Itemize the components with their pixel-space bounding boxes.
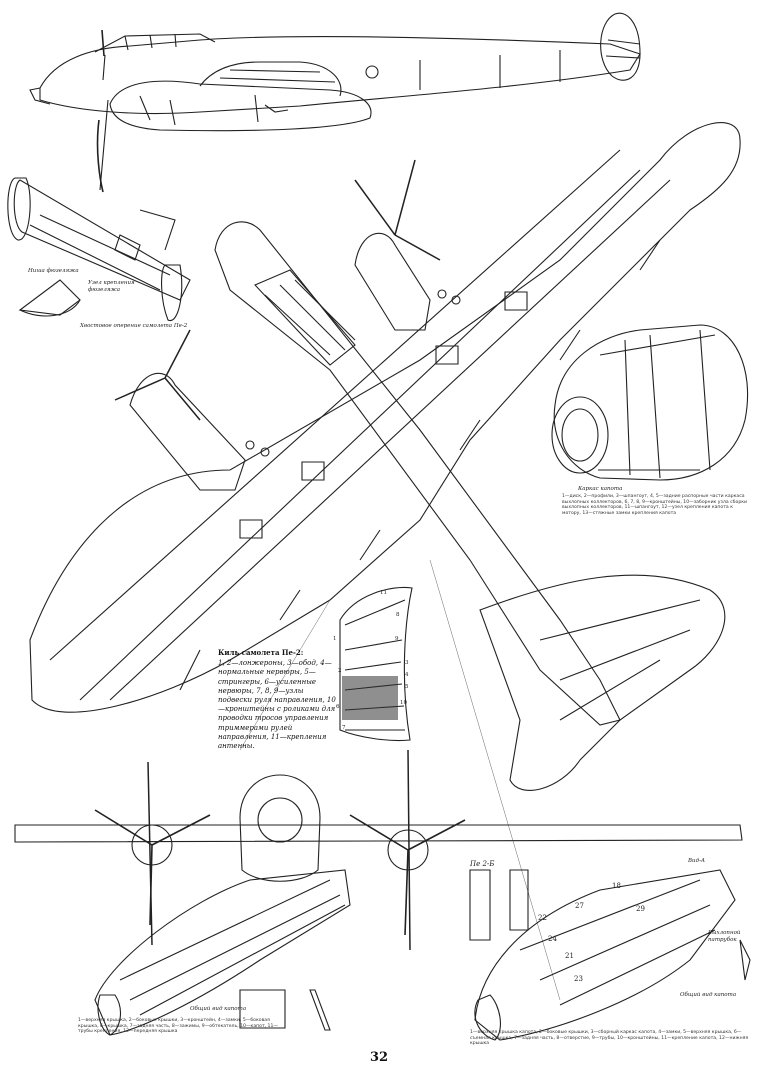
- right-cowling-caption: Общий вид капота: [680, 992, 737, 998]
- side-view: [30, 13, 640, 192]
- right-cowling-tag: Пе 2-Б: [470, 860, 495, 868]
- cowl-callout: 24: [548, 935, 557, 943]
- fin-callout: 9: [395, 636, 399, 642]
- left-cowling-drawing: [95, 870, 350, 1035]
- capot-frame-legend: 1—диск, 2—профили, 3—шпангоут, 4, 5—задн…: [562, 494, 748, 516]
- niche-label: Ниша фюзеляжа: [28, 268, 79, 274]
- tail-caption: Хвостовое оперение самолета Пе-2: [80, 323, 188, 329]
- cowl-callout: 23: [574, 975, 583, 983]
- front-view: [15, 750, 742, 950]
- left-cowling-legend: 1—верхняя крышка, 2—боковые крышки, 3—кр…: [78, 1018, 278, 1035]
- fin-callout: 6: [336, 704, 340, 710]
- cowl-callout: 21: [565, 952, 574, 960]
- tail-assembly-drawing: [8, 178, 190, 321]
- fin-callout: 3: [405, 660, 409, 666]
- fin-callout: 5: [405, 684, 409, 690]
- fin-drawing: [340, 587, 412, 740]
- cowl-callout: 22: [538, 914, 547, 922]
- exhaust-label: Выхлопной патрубок: [708, 930, 741, 943]
- left-cowling-caption: Общий вид капота: [190, 1006, 247, 1012]
- cowl-callout: 27: [575, 902, 584, 910]
- plan-view: [30, 123, 740, 1000]
- fin-callout: 11: [380, 590, 387, 596]
- tail-wheel-label: Узел крепления: [88, 280, 135, 286]
- fin-callout: 2: [338, 668, 342, 674]
- right-cowling-legend: 1—верхняя крышка капота, 2—боковые крышк…: [470, 1030, 749, 1047]
- fin-caption: Киль самолета Пе-2: 1, 2—лонжероны, 3—об…: [218, 648, 336, 751]
- capot-frame-drawing: [552, 325, 748, 480]
- fin-callout: 8: [396, 612, 400, 618]
- fin-callout: 4: [405, 672, 409, 678]
- fin-caption-body: 1, 2—лонжероны, 3—обод, 4—нормальные нер…: [218, 659, 336, 751]
- tail-wheel-sub: фюзеляжа: [88, 287, 121, 293]
- fin-callout: 10: [400, 700, 407, 706]
- right-cowling-drawing: [470, 870, 750, 1040]
- cowl-callout: 18: [612, 882, 621, 890]
- page-number: 32: [370, 1050, 389, 1065]
- fin-caption-title: Киль самолета Пе-2:: [218, 648, 304, 657]
- fin-callout: 7: [342, 725, 346, 731]
- right-cowling-mark: Вид-А: [688, 858, 706, 864]
- fin-callout: 1: [333, 636, 337, 642]
- capot-frame-caption: Каркас капота: [578, 486, 623, 492]
- cowl-callout: 29: [636, 905, 645, 913]
